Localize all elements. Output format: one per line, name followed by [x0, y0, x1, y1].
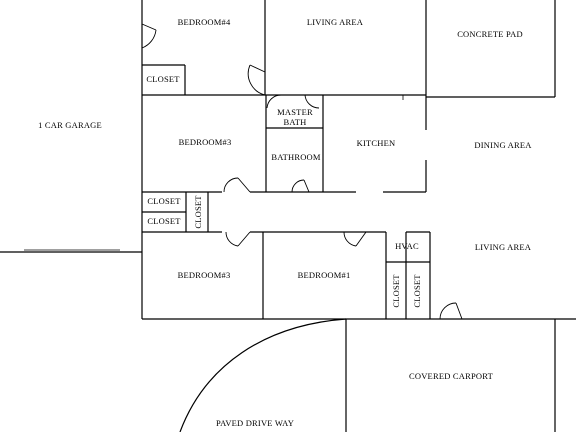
label-master-bath-2: BATH	[284, 117, 307, 127]
label-closet-v3: CLOSET	[412, 274, 422, 308]
label-closet-v2: CLOSET	[391, 274, 401, 308]
label-kitchen: KITCHEN	[357, 138, 396, 148]
room-labels: BEDROOM#4 LIVING AREA CONCRETE PAD CLOSE…	[38, 17, 532, 428]
label-closet-b4: CLOSET	[146, 74, 180, 84]
label-dining: DINING AREA	[474, 140, 532, 150]
label-bedroom1: BEDROOM#1	[298, 270, 351, 280]
label-carport: COVERED CARPORT	[409, 371, 494, 381]
label-bedroom4: BEDROOM#4	[178, 17, 231, 27]
label-garage: 1 CAR GARAGE	[38, 120, 102, 130]
label-concrete-pad: CONCRETE PAD	[457, 29, 523, 39]
label-closet-a: CLOSET	[147, 196, 181, 206]
label-bedroom3-upper: BEDROOM#3	[179, 137, 232, 147]
driveway-curve	[179, 318, 347, 432]
label-living-right: LIVING AREA	[475, 242, 532, 252]
label-hvac: HVAC	[395, 241, 419, 251]
label-driveway: PAVED DRIVE WAY	[216, 418, 294, 428]
label-living-top: LIVING AREA	[307, 17, 364, 27]
doors	[141, 23, 463, 320]
label-master-bath-1: MASTER	[277, 107, 313, 117]
label-bedroom3-lower: BEDROOM#3	[178, 270, 231, 280]
label-closet-vertical: CLOSET	[193, 195, 203, 229]
label-closet-b: CLOSET	[147, 216, 181, 226]
label-bathroom: BATHROOM	[271, 152, 321, 162]
